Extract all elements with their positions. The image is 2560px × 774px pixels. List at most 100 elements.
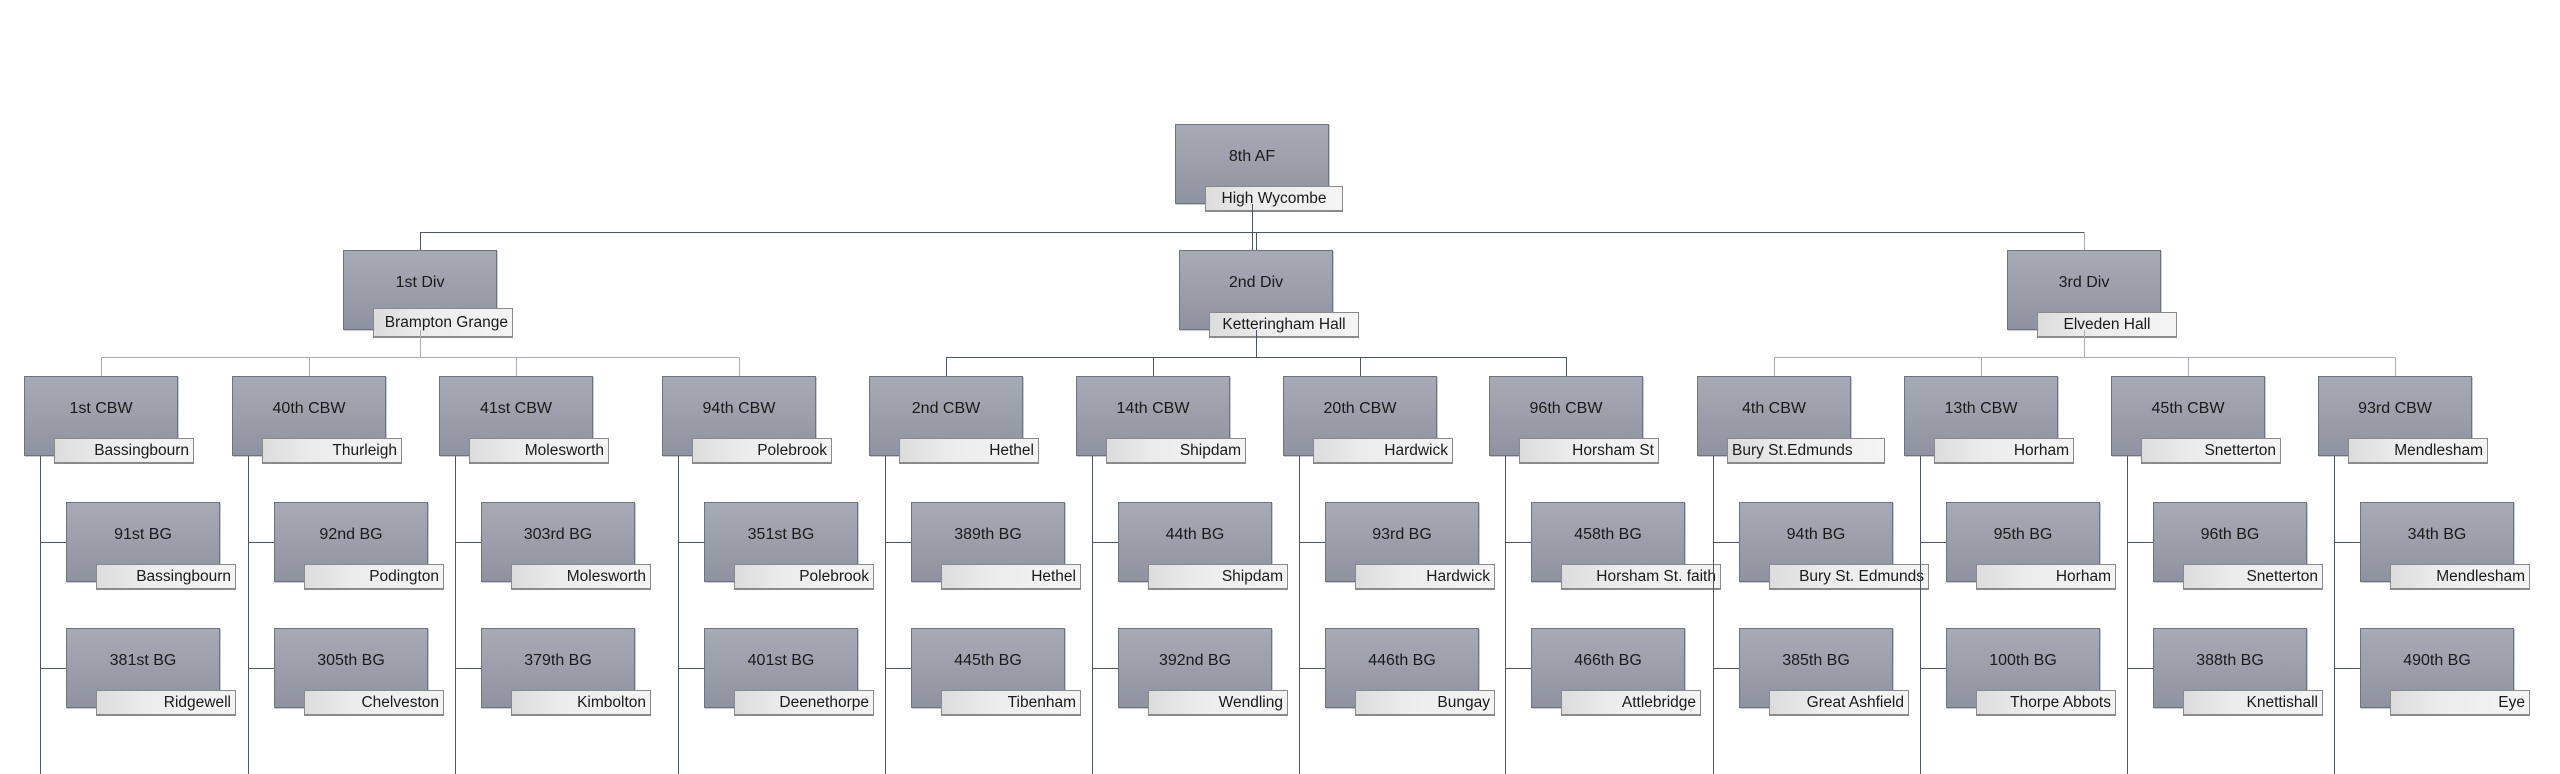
group-node-name: 445th BG: [954, 652, 1022, 669]
group-node-name: 91st BG: [114, 526, 172, 543]
division-drop: [2084, 232, 2085, 250]
division-bus: [420, 232, 2084, 233]
group-node-location-label: Bury St. Edmunds: [1769, 564, 1929, 590]
group-node-name: 93rd BG: [1372, 526, 1432, 543]
wing-node-name: 14th CBW: [1116, 400, 1190, 417]
group-node-name: 458th BG: [1574, 526, 1642, 543]
group-spine: [2127, 456, 2128, 774]
group-spine: [1713, 456, 1714, 774]
group-node-name: 446th BG: [1368, 652, 1436, 669]
wing-node-location-label: Mendlesham: [2348, 438, 2488, 464]
group-node-name: 392nd BG: [1158, 652, 1232, 669]
group-node-name: 95th BG: [1993, 526, 2053, 543]
group-branch: [40, 542, 66, 543]
group-node-location-label: Podington: [304, 564, 444, 590]
division-node-name: 2nd Div: [1228, 274, 1284, 291]
wing-drop: [516, 357, 517, 376]
group-node-location-label: Horham: [1976, 564, 2116, 590]
group-node-name: 379th BG: [524, 652, 592, 669]
group-node-location-label: Thorpe Abbots: [1976, 690, 2116, 716]
group-branch: [678, 542, 704, 543]
wing-drop: [1774, 357, 1775, 376]
group-spine: [2334, 456, 2335, 774]
wing-node-name: 41st CBW: [479, 400, 552, 417]
group-node-location-label: Ridgewell: [96, 690, 236, 716]
group-branch: [1092, 668, 1118, 669]
group-branch: [455, 542, 481, 543]
group-node-location-label: Deenethorpe: [734, 690, 874, 716]
wing-drop: [946, 357, 947, 376]
group-spine: [885, 456, 886, 774]
wing-connector: [2084, 330, 2085, 358]
group-branch: [2127, 668, 2153, 669]
wing-node-location-label: Shipdam: [1106, 438, 1246, 464]
group-branch: [1505, 542, 1531, 543]
group-spine: [248, 456, 249, 774]
group-branch: [248, 542, 274, 543]
division-node-location-label: Elveden Hall: [2037, 312, 2177, 338]
group-node-name: 490th BG: [2403, 652, 2471, 669]
group-node-location-label: Bungay: [1355, 690, 1495, 716]
root-node-name: 8th AF: [1228, 148, 1276, 165]
wing-node-location-label: Horsham St: [1519, 438, 1659, 464]
group-node-location-label: Hethel: [941, 564, 1081, 590]
wing-drop: [1360, 357, 1361, 376]
wing-drop: [739, 357, 740, 376]
group-node-name: 389th BG: [954, 526, 1022, 543]
wing-node-location-label: Horham: [1934, 438, 2074, 464]
wing-node-location-label: Molesworth: [469, 438, 609, 464]
wing-bus: [1774, 357, 2395, 358]
group-branch: [678, 668, 704, 669]
wing-node-name: 45th CBW: [2151, 400, 2225, 417]
group-node-name: 34th BG: [2407, 526, 2467, 543]
group-node-name: 388th BG: [2196, 652, 2264, 669]
group-node-location-label: Molesworth: [511, 564, 651, 590]
wing-node-location-label: Polebrook: [692, 438, 832, 464]
wing-node-name: 20th CBW: [1323, 400, 1397, 417]
group-spine: [1092, 456, 1093, 774]
wing-drop: [2188, 357, 2189, 376]
wing-node-box: 1st CBW: [24, 376, 178, 456]
group-node-location-label: Eye: [2390, 690, 2530, 716]
group-branch: [2334, 542, 2360, 543]
group-node-name: 381st BG: [109, 652, 177, 669]
wing-node-location-label: Thurleigh: [262, 438, 402, 464]
division-node-name: 1st Div: [395, 274, 445, 291]
group-node-location-label: Shipdam: [1148, 564, 1288, 590]
group-node-location-label: Horsham St. faith: [1561, 564, 1721, 590]
group-branch: [1920, 668, 1946, 669]
group-spine: [1920, 456, 1921, 774]
wing-node-location-label: Bassingbourn: [54, 438, 194, 464]
group-branch: [1920, 542, 1946, 543]
wing-drop: [1153, 357, 1154, 376]
group-node-name: 92nd BG: [319, 526, 383, 543]
group-node-location-label: Attlebridge: [1561, 690, 1701, 716]
group-node-location-label: Wendling: [1148, 690, 1288, 716]
group-node-name: 466th BG: [1574, 652, 1642, 669]
group-node-name: 96th BG: [2200, 526, 2260, 543]
wing-bus: [946, 357, 1566, 358]
wing-node-location-label: Snetterton: [2141, 438, 2281, 464]
group-node-location-label: Great Ashfield: [1769, 690, 1909, 716]
group-branch: [1299, 668, 1325, 669]
group-node-name: 44th BG: [1165, 526, 1225, 543]
wing-drop: [309, 357, 310, 376]
division-drop: [420, 232, 421, 250]
division-node-location-label: Ketteringham Hall: [1209, 312, 1359, 338]
group-branch: [455, 668, 481, 669]
group-branch: [1505, 668, 1531, 669]
group-node-location-label: Chelveston: [304, 690, 444, 716]
group-node-location-label: Tibenham: [941, 690, 1081, 716]
division-node-name: 3rd Div: [2058, 274, 2110, 291]
wing-bus: [101, 357, 739, 358]
group-spine: [1505, 456, 1506, 774]
group-node-name: 401st BG: [747, 652, 815, 669]
group-node-name: 305th BG: [317, 652, 385, 669]
division-drop: [1256, 232, 1257, 250]
group-branch: [1713, 668, 1739, 669]
group-node-location-label: Mendlesham: [2390, 564, 2530, 590]
wing-node-location-label: Bury St.Edmunds: [1727, 438, 1885, 464]
group-branch: [248, 668, 274, 669]
wing-node-name: 13th CBW: [1944, 400, 2018, 417]
